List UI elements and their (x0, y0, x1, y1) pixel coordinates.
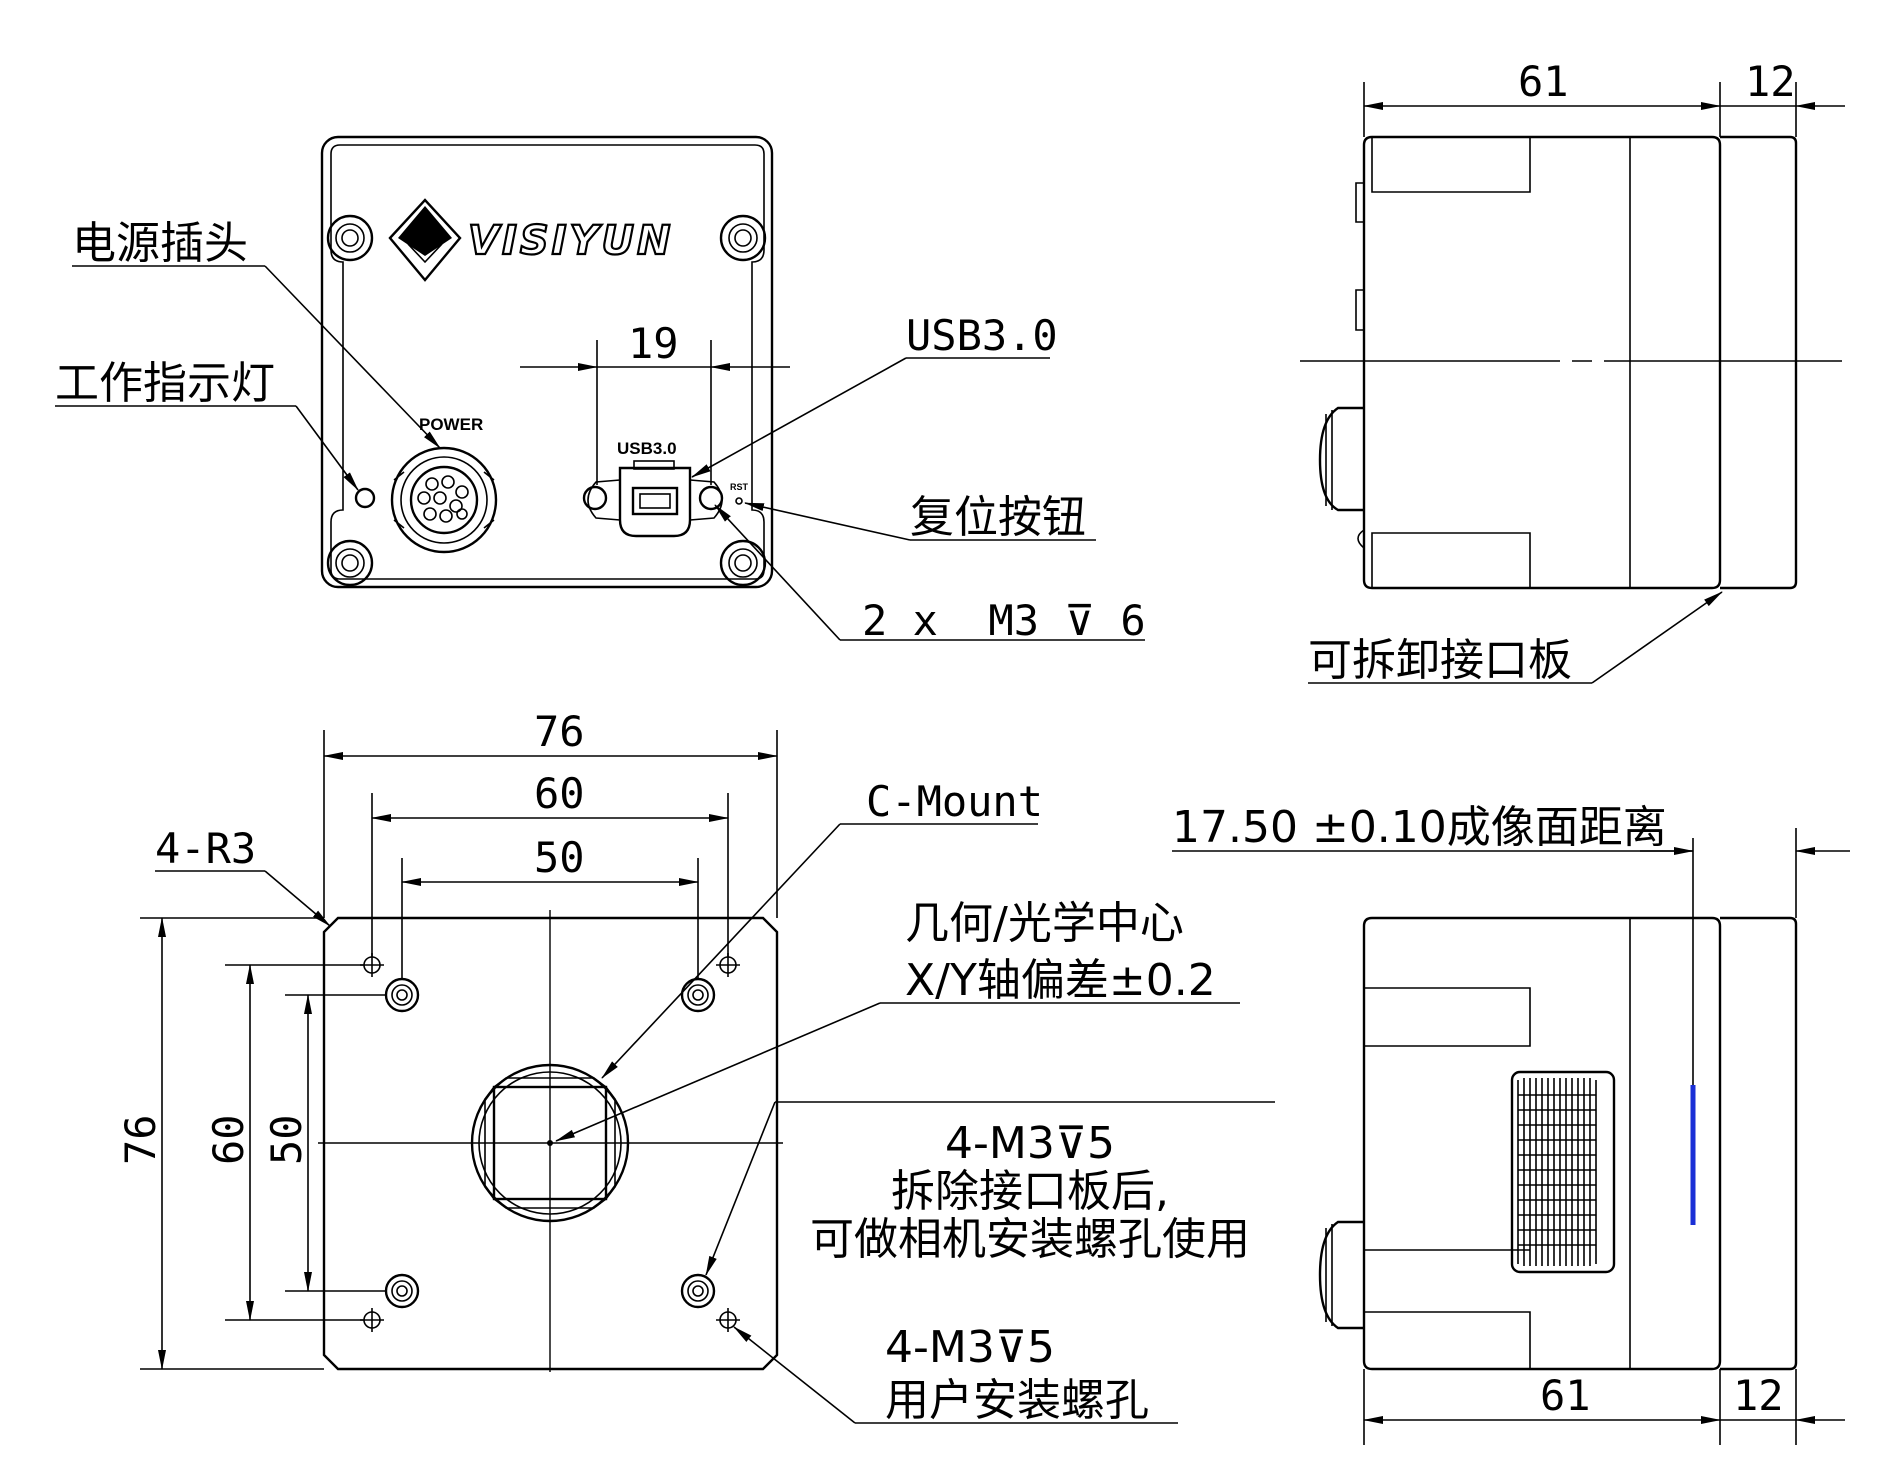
label-corner-radius: 4-R3 (155, 824, 256, 873)
rear-corner-screw-br (719, 539, 767, 587)
dim-top-plate-value: 12 (1745, 57, 1796, 106)
silk-power-label: POWER (419, 415, 483, 434)
label-mount-holes-2: 拆除接口板后, (891, 1166, 1169, 1217)
front-view: 76 60 50 76 60 (116, 707, 1275, 1426)
camera-mount-hole-tl (384, 977, 420, 1013)
callout-user-holes: 4-M3⊽5 用户安装螺孔 (733, 1322, 1178, 1426)
callout-corner-radius: 4-R3 (155, 824, 331, 927)
dim-bottom-length-value: 61 (1540, 1371, 1591, 1420)
dim-bottom-plate-value: 12 (1733, 1371, 1784, 1420)
dim-usb-spacing-value: 19 (628, 319, 679, 368)
rear-view: VISIYUN POWER USB3.0 RST (55, 135, 1146, 645)
usb-port: USB3.0 (582, 439, 724, 538)
reset-button-hole (735, 497, 743, 505)
rear-corner-screw-tr (719, 214, 767, 262)
bottom-side-body (1362, 916, 1722, 1371)
label-mount-holes-1: 4-M3⊽5 (945, 1118, 1115, 1169)
rear-housing-outline (320, 135, 774, 589)
label-center-2: X/Y轴偏差±0.2 (905, 955, 1216, 1006)
callout-usb-screws: 2 x M3 ⊽ 6 (714, 504, 1146, 645)
top-side-plate (1720, 135, 1798, 590)
power-connector: POWER (390, 415, 498, 554)
rear-housing-inner-outline (330, 144, 765, 580)
callout-c-mount: C-Mount (601, 777, 1043, 1079)
bottom-side-view: 17.50 ±0.10成像面距离 61 12 (1172, 802, 1850, 1445)
dim-front-height-76: 76 (116, 917, 324, 1370)
silk-rst-label: RST (730, 482, 749, 492)
bottom-side-connector (1318, 1220, 1364, 1330)
c-mount (470, 1063, 630, 1223)
dim-bottom-length: 61 12 (1363, 1369, 1845, 1445)
rear-corner-screw-bl (326, 539, 374, 587)
brand-logo-icon: VISIYUN (388, 198, 673, 282)
camera-mount-hole-tr (680, 977, 716, 1013)
top-side-connector (1318, 406, 1364, 512)
label-reset: 复位按钮 (910, 492, 1086, 543)
dim-front-width-76-value: 76 (534, 707, 585, 756)
dim-front-width-50: 50 (401, 833, 699, 979)
label-center-1: 几何/光学中心 (905, 898, 1184, 949)
bottom-side-plate (1720, 916, 1798, 1371)
label-power-plug: 电源插头 (72, 218, 248, 269)
user-mount-hole-br (716, 1308, 740, 1332)
dim-top-length: 61 12 (1363, 57, 1845, 137)
dim-top-length-value: 61 (1518, 57, 1569, 106)
label-usb: USB3.0 (906, 311, 1058, 360)
label-c-mount: C-Mount (866, 777, 1043, 826)
dim-front-height-60-value: 60 (204, 1114, 253, 1165)
dim-front-height-50-value: 50 (262, 1114, 311, 1165)
callout-plate: 可拆卸接口板 (1308, 591, 1723, 686)
dim-front-height-60: 60 (204, 964, 364, 1321)
dim-front-height-76-value: 76 (116, 1114, 165, 1165)
bottom-side-heatsink (1510, 1070, 1616, 1274)
label-flange: 17.50 ±0.10成像面距离 (1172, 802, 1667, 853)
top-side-body (1362, 135, 1722, 590)
dim-front-width-60-value: 60 (534, 769, 585, 818)
label-user-holes-2: 用户安装螺孔 (885, 1375, 1149, 1426)
dim-front-width-76: 76 (323, 707, 778, 918)
callout-camera-mount-holes: 4-M3⊽5 拆除接口板后, 可做相机安装螺孔使用 (705, 1101, 1275, 1276)
front-housing-outline (322, 916, 779, 1371)
label-usb-screws: 2 x M3 ⊽ 6 (862, 596, 1146, 645)
dim-front-width-60: 60 (371, 769, 729, 957)
dim-front-height-50: 50 (262, 994, 386, 1292)
label-indicator: 工作指示灯 (55, 358, 275, 409)
callout-indicator-led: 工作指示灯 (55, 358, 359, 491)
top-side-view: 61 12 可拆卸接口板 (1300, 57, 1845, 686)
callout-power-plug: 电源插头 (72, 218, 441, 449)
silk-usb-label: USB3.0 (617, 439, 677, 458)
rear-corner-screw-tl (326, 214, 374, 262)
label-user-holes-1: 4-M3⊽5 (885, 1322, 1055, 1373)
callout-usb: USB3.0 (691, 311, 1058, 478)
label-mount-holes-3: 可做相机安装螺孔使用 (810, 1214, 1250, 1265)
label-plate: 可拆卸接口板 (1308, 635, 1572, 686)
dim-usb-spacing: 19 (520, 319, 790, 485)
indicator-led (354, 487, 376, 509)
camera-mount-hole-bl (384, 1273, 420, 1309)
callout-reset: 复位按钮 (744, 492, 1096, 543)
dim-flange-distance: 17.50 ±0.10成像面距离 (1172, 802, 1850, 918)
dim-front-width-50-value: 50 (534, 833, 585, 882)
callout-optical-center: 几何/光学中心 X/Y轴偏差±0.2 (555, 898, 1240, 1142)
brand-logo-text: VISIYUN (468, 218, 673, 264)
camera-mount-hole-br (680, 1273, 716, 1309)
